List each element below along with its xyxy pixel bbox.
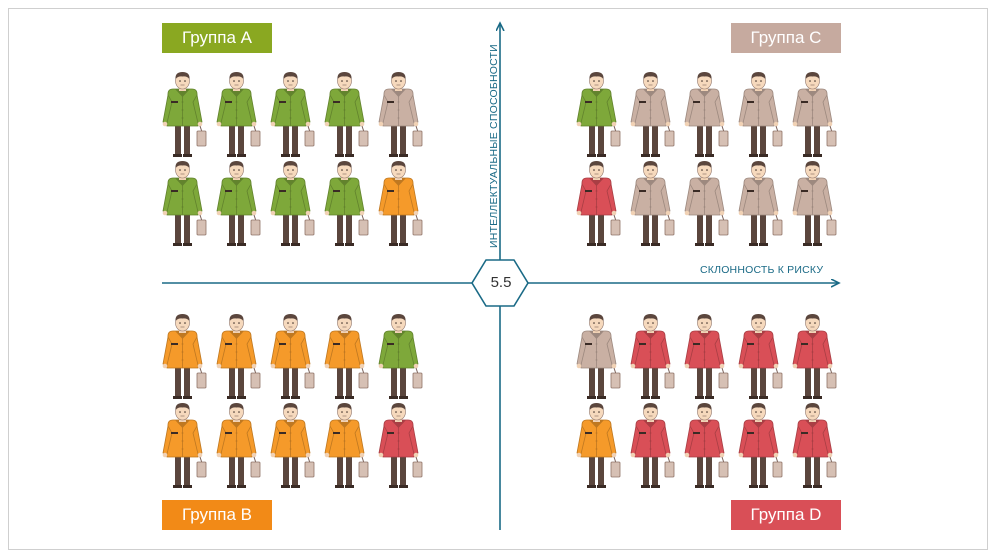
person-figure — [792, 403, 837, 488]
person-figure — [162, 314, 207, 399]
person-figure — [324, 314, 369, 399]
person-figure — [684, 161, 729, 246]
person-figure — [684, 403, 729, 488]
person-figure — [216, 403, 261, 488]
group-b-label: Группа B — [162, 500, 272, 530]
center-value: 5.5 — [490, 274, 512, 291]
person-figure — [216, 161, 261, 246]
group-a-label: Группа A — [162, 23, 272, 53]
person-figure — [576, 72, 621, 157]
person-figure — [378, 161, 423, 246]
person-figure — [792, 314, 837, 399]
group-d-label: Группа D — [731, 500, 841, 530]
person-figure — [324, 72, 369, 157]
person-figure — [162, 403, 207, 488]
x-axis-label: СКЛОННОСТЬ К РИСКУ — [700, 264, 824, 276]
person-figure — [576, 161, 621, 246]
person-figure — [792, 72, 837, 157]
person-figure — [216, 314, 261, 399]
person-figure — [216, 72, 261, 157]
person-figure — [792, 161, 837, 246]
person-figure — [576, 314, 621, 399]
person-figure — [270, 403, 315, 488]
person-figure — [738, 72, 783, 157]
person-figure — [630, 72, 675, 157]
person-figure — [576, 403, 621, 488]
people-grid — [162, 72, 837, 488]
person-figure — [738, 314, 783, 399]
person-figure — [378, 403, 423, 488]
person-figure — [324, 161, 369, 246]
center-hexagon — [471, 259, 529, 307]
person-figure — [162, 72, 207, 157]
person-figure — [738, 161, 783, 246]
person-figure — [684, 314, 729, 399]
person-figure — [270, 161, 315, 246]
person-figure — [378, 72, 423, 157]
person-figure — [630, 403, 675, 488]
person-figure — [270, 72, 315, 157]
y-axis-label: ИНТЕЛЛЕКТУАЛЬНЫЕ СПОСОБНОСТИ — [488, 44, 500, 248]
person-figure — [630, 161, 675, 246]
person-figure — [324, 403, 369, 488]
person-figure — [378, 314, 423, 399]
person-figure — [738, 403, 783, 488]
group-c-label: Группа C — [731, 23, 841, 53]
person-figure — [162, 161, 207, 246]
person-figure — [630, 314, 675, 399]
person-figure — [270, 314, 315, 399]
person-figure — [684, 72, 729, 157]
